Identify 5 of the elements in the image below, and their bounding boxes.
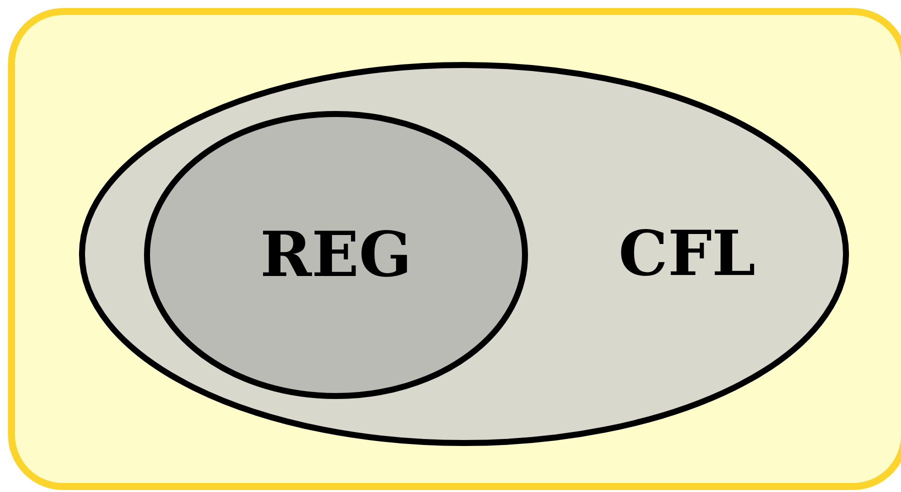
set-label: CFL xyxy=(618,223,756,285)
set-label: REG xyxy=(260,224,412,286)
rounded-box xyxy=(8,8,901,490)
ellipse xyxy=(79,62,849,446)
ellipse xyxy=(144,111,528,399)
